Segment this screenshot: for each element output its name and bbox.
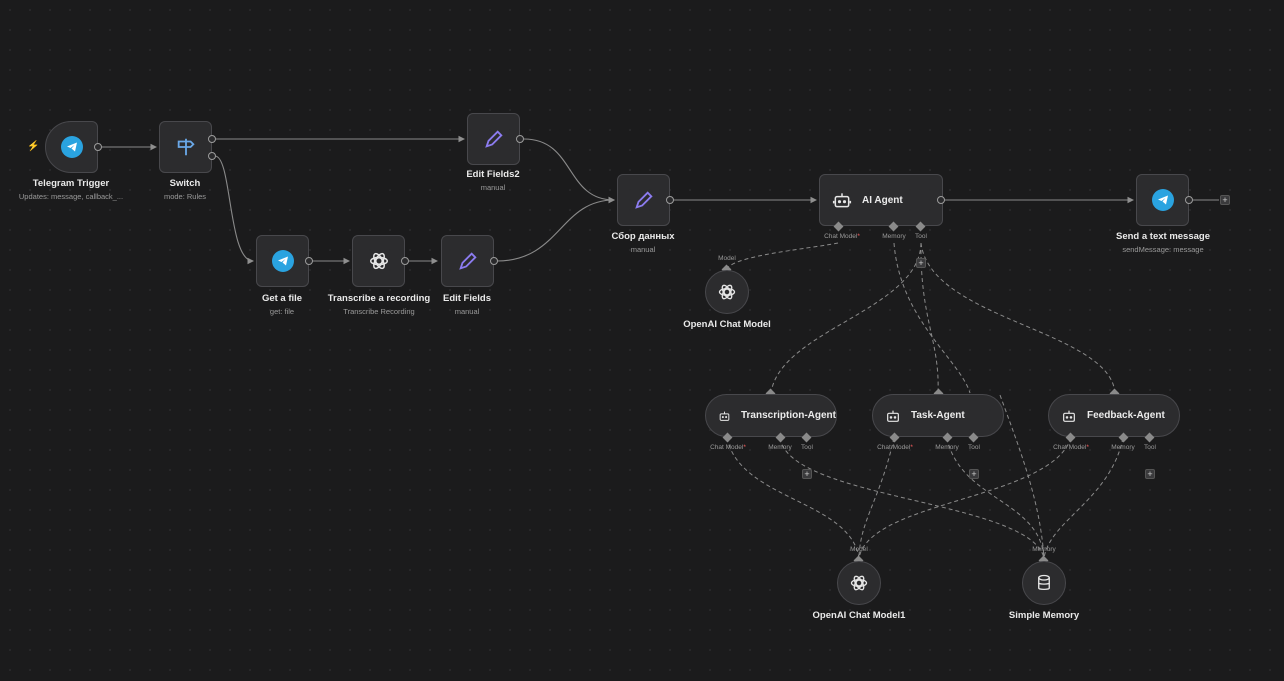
port-label: Tool bbox=[968, 444, 980, 451]
robot-icon bbox=[887, 410, 899, 422]
transcription-agent-node[interactable]: Transcription-Agent bbox=[705, 394, 837, 437]
openai-icon bbox=[718, 284, 736, 300]
pencil-icon bbox=[634, 191, 653, 209]
port-label: Memory bbox=[1111, 444, 1135, 451]
node-title: AI Agent bbox=[862, 194, 903, 206]
node-label: Send a text message sendMessage: message bbox=[1116, 231, 1210, 254]
output-handle[interactable] bbox=[208, 152, 216, 160]
node-label: OpenAI Chat Model1 bbox=[812, 610, 906, 621]
node-label: Simple Memory bbox=[1008, 610, 1080, 621]
transcribe-node[interactable] bbox=[352, 235, 405, 287]
signpost-icon bbox=[177, 138, 195, 156]
node-label: Edit Fields manual bbox=[442, 293, 492, 316]
output-handle[interactable] bbox=[1185, 196, 1193, 204]
telegram-trigger-node[interactable] bbox=[45, 121, 98, 173]
openai-icon bbox=[850, 575, 868, 591]
database-icon bbox=[1038, 574, 1050, 591]
node-title: Task-Agent bbox=[911, 410, 965, 421]
node-label: Сбор данных manual bbox=[611, 231, 675, 254]
edit-fields-node[interactable] bbox=[441, 235, 494, 287]
port-label: Memory bbox=[768, 444, 792, 451]
openai-chat-model1-node[interactable] bbox=[837, 561, 881, 605]
port-label: Chat Model* bbox=[877, 444, 913, 451]
port-label: Memory bbox=[882, 233, 906, 240]
node-label: Switch mode: Rules bbox=[163, 178, 207, 201]
get-file-node[interactable] bbox=[256, 235, 309, 287]
switch-node[interactable] bbox=[159, 121, 212, 173]
add-tool-button[interactable]: + bbox=[802, 469, 812, 479]
port-label: Chat Model* bbox=[1053, 444, 1089, 451]
feedback-agent-node[interactable]: Feedback-Agent bbox=[1048, 394, 1180, 437]
output-handle[interactable] bbox=[666, 196, 674, 204]
telegram-icon bbox=[60, 136, 83, 158]
node-title: Transcription-Agent bbox=[740, 410, 836, 421]
output-handle[interactable] bbox=[94, 143, 102, 151]
output-handle[interactable] bbox=[490, 257, 498, 265]
add-tool-button[interactable]: + bbox=[916, 258, 926, 268]
lightning-icon: ⚡ bbox=[27, 141, 40, 152]
port-label: Tool bbox=[1144, 444, 1156, 451]
pencil-icon bbox=[484, 130, 503, 148]
task-agent-node[interactable]: Task-Agent bbox=[872, 394, 1004, 437]
output-handle[interactable] bbox=[305, 257, 313, 265]
robot-icon bbox=[832, 193, 852, 208]
collect-data-node[interactable] bbox=[617, 174, 670, 226]
node-label: Telegram Trigger Updates: message, callb… bbox=[18, 178, 124, 201]
node-label: Edit Fields2 manual bbox=[466, 169, 520, 192]
port-label: Model bbox=[718, 255, 736, 262]
telegram-icon bbox=[271, 250, 294, 272]
port-label: Chat Model* bbox=[710, 444, 746, 451]
output-handle[interactable] bbox=[937, 196, 945, 204]
node-label: Get a file get: file bbox=[261, 293, 303, 316]
output-handle[interactable] bbox=[208, 135, 216, 143]
telegram-icon bbox=[1151, 189, 1174, 211]
port-label: Tool bbox=[801, 444, 813, 451]
robot-icon bbox=[1063, 410, 1075, 422]
edit-fields2-node[interactable] bbox=[467, 113, 520, 165]
port-label: Model bbox=[850, 546, 868, 553]
add-tool-button[interactable]: + bbox=[1145, 469, 1155, 479]
node-title: Feedback-Agent bbox=[1087, 410, 1165, 421]
simple-memory-node[interactable] bbox=[1022, 561, 1066, 605]
add-tool-button[interactable]: + bbox=[969, 469, 979, 479]
add-node-button[interactable]: + bbox=[1220, 195, 1230, 205]
node-label: OpenAI Chat Model bbox=[683, 319, 771, 330]
pencil-icon bbox=[458, 252, 477, 270]
port-label: Memory bbox=[1032, 546, 1056, 553]
output-handle[interactable] bbox=[516, 135, 524, 143]
ai-agent-node[interactable]: AI Agent bbox=[819, 174, 943, 226]
output-handle[interactable] bbox=[401, 257, 409, 265]
port-label: Memory bbox=[935, 444, 959, 451]
openai-chat-model-node[interactable] bbox=[705, 270, 749, 314]
node-label: Transcribe a recording Transcribe Record… bbox=[327, 293, 431, 316]
robot-icon bbox=[719, 411, 730, 421]
send-message-node[interactable] bbox=[1136, 174, 1189, 226]
port-label: Tool bbox=[915, 233, 927, 240]
openai-icon bbox=[369, 252, 388, 270]
port-label: Chat Model* bbox=[824, 233, 860, 240]
